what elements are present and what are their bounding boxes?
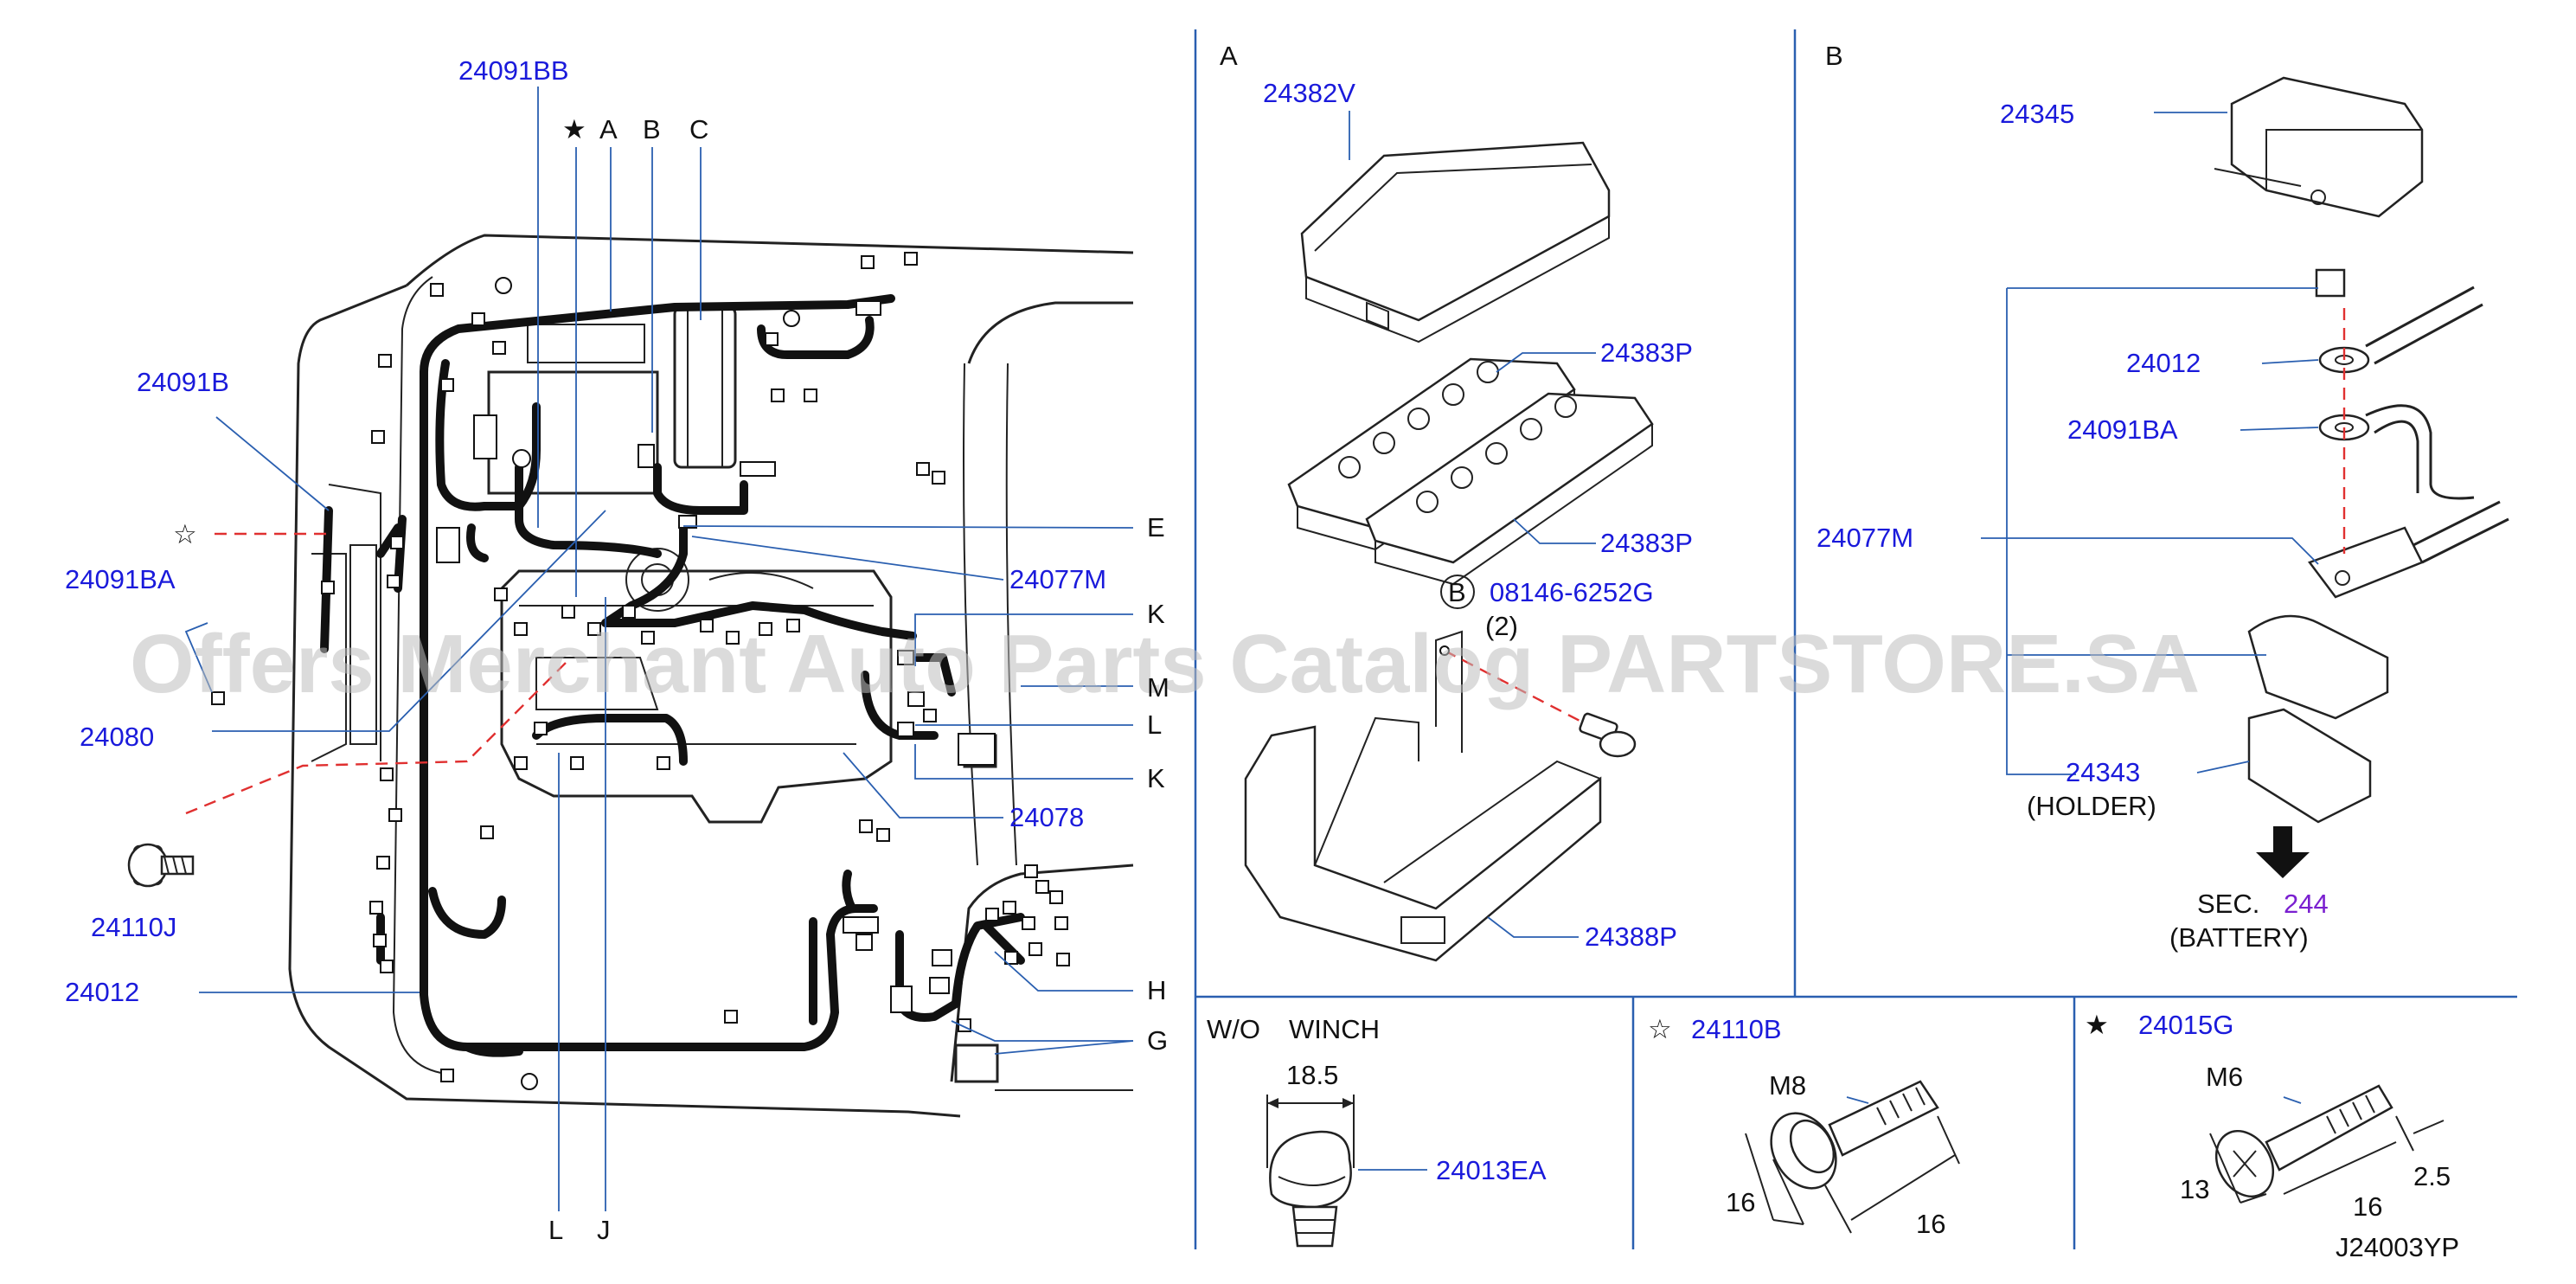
battery-terminal-parts — [2247, 268, 2509, 824]
winch-dim-18-5: 18.5 — [1286, 1060, 1338, 1090]
link-sec-244[interactable]: 244 — [2284, 889, 2329, 919]
section-b-labels: B 24345 24012 24091BA 24077M 24343 (HOLD… — [1817, 41, 2329, 953]
winch-title-wo: W/O — [1207, 1014, 1260, 1044]
dim-2-5: 2.5 — [2413, 1161, 2451, 1191]
label-24077M: 24077M — [1009, 564, 1106, 594]
label-K-top: K — [1147, 599, 1165, 629]
label-24015G: 24015G — [2138, 1010, 2233, 1040]
label-24382V: 24382V — [1263, 78, 1355, 108]
label-battery: (BATTERY) — [2169, 922, 2309, 953]
label-24078: 24078 — [1009, 802, 1084, 832]
watermark-text: Offers Merchant Auto Parts Catalog PARTS… — [130, 618, 2200, 710]
label-star: ★ — [562, 114, 586, 144]
dim-16-g: 16 — [2353, 1191, 2382, 1222]
label-L-right: L — [1147, 709, 1162, 740]
label-24345: 24345 — [2000, 99, 2074, 129]
section-a-title: A — [1220, 41, 1238, 71]
label-08146-6252G: 08146-6252G — [1490, 577, 1654, 607]
symbol-star-open-b: ☆ — [1648, 1014, 1672, 1044]
label-C: C — [689, 114, 708, 144]
label-E: E — [1147, 512, 1165, 542]
circle-b-marker — [1440, 575, 1475, 609]
fuse-block-24383P — [1287, 357, 1654, 586]
dim-16-left: 16 — [1726, 1187, 1755, 1217]
label-H: H — [1147, 975, 1166, 1005]
bottom-panel-labels: W/O WINCH 18.5 24013EA ☆ 24110B M8 16 16… — [1207, 1010, 2459, 1262]
clip-24013EA-drawing — [1266, 1095, 1427, 1248]
label-24383P-bottom: 24383P — [1600, 528, 1693, 558]
terminal-cover-24345 — [2214, 76, 2424, 218]
label-24388P: 24388P — [1585, 921, 1677, 952]
label-24091BB: 24091BB — [458, 55, 569, 86]
section-a-leaders — [1349, 111, 1596, 938]
label-B: B — [643, 114, 661, 144]
label-24012-b: 24012 — [2126, 348, 2201, 378]
label-24091BA: 24091BA — [65, 564, 176, 594]
label-24110J: 24110J — [91, 912, 176, 942]
bolt-24015G-drawing — [2209, 1084, 2445, 1204]
label-M: M — [1147, 672, 1169, 703]
section-a-labels: A 24382V 24383P 24383P B 08146-6252G (2)… — [1220, 41, 1693, 952]
diagram-id: J24003YP — [2336, 1232, 2459, 1262]
label-M8: M8 — [1769, 1070, 1806, 1101]
label-star-open: ☆ — [173, 519, 197, 549]
fuse-holder-base-24388P — [1244, 630, 1602, 962]
label-sec: SEC. — [2197, 889, 2259, 919]
dim-16-right: 16 — [1916, 1209, 1945, 1239]
label-qty-2: (2) — [1485, 611, 1518, 641]
leader-lines — [184, 87, 1134, 1211]
main-labels: 24091BB ★ A B C 24091B ☆ 24091BA 24080 2… — [65, 55, 1169, 1245]
label-A: A — [599, 114, 618, 144]
label-L-bottom: L — [548, 1215, 563, 1245]
label-circle-B: B — [1448, 577, 1466, 607]
winch-title-winch: WINCH — [1289, 1014, 1380, 1044]
label-24110B: 24110B — [1691, 1014, 1782, 1044]
bolt-24110J-drawing — [127, 843, 195, 888]
label-24383P-top: 24383P — [1600, 337, 1693, 368]
label-24080: 24080 — [80, 722, 154, 752]
label-K-bottom: K — [1147, 763, 1165, 793]
dim-13: 13 — [2180, 1174, 2209, 1204]
symbol-star-solid-g: ★ — [2085, 1010, 2109, 1040]
label-24091BA-b: 24091BA — [2067, 414, 2178, 445]
label-24013EA: 24013EA — [1436, 1155, 1547, 1185]
label-holder: (HOLDER) — [2027, 791, 2156, 821]
label-M6: M6 — [2206, 1062, 2243, 1092]
arrow-down-icon — [2256, 826, 2310, 878]
label-24012: 24012 — [65, 977, 139, 1007]
label-G: G — [1147, 1025, 1168, 1056]
section-b-title: B — [1825, 41, 1843, 71]
harness-connectors — [211, 252, 1070, 1090]
red-dashed-guides — [185, 532, 572, 815]
bolt-08146-drawing — [1439, 645, 1637, 758]
label-24077M-b: 24077M — [1817, 523, 1913, 553]
bolt-24110B-drawing — [1745, 1080, 1960, 1234]
panel-dividers — [1194, 29, 2517, 1249]
label-24091B: 24091B — [137, 367, 229, 397]
fuse-box-cover-24382V — [1300, 141, 1611, 343]
label-24343: 24343 — [2066, 757, 2140, 787]
label-J: J — [597, 1215, 611, 1245]
section-b-leaders — [1981, 112, 2319, 775]
